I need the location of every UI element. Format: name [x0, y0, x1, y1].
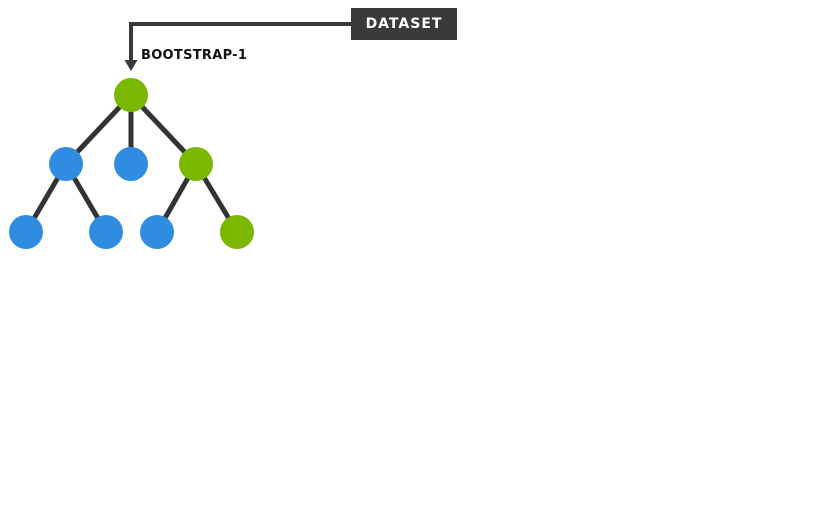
tree-nodes	[9, 78, 254, 249]
tree-node-level2-left-left	[9, 215, 43, 249]
dataset-connector	[124, 22, 351, 71]
arrow-head	[124, 60, 138, 71]
tree-node-level1-right	[179, 147, 213, 181]
connector-line	[129, 22, 351, 62]
tree-node-level1-left	[49, 147, 83, 181]
tree-node-level2-left-right	[89, 215, 123, 249]
bootstrap-tree-label: BOOTSTRAP-1	[141, 48, 248, 63]
dataset-box: DATASET	[351, 8, 457, 40]
tree-node-root	[114, 78, 148, 112]
tree-node-level1-middle	[114, 147, 148, 181]
tree-node-level2-right-left	[140, 215, 174, 249]
dataset-label: DATASET	[365, 16, 443, 32]
tree-node-level2-right-right	[220, 215, 254, 249]
